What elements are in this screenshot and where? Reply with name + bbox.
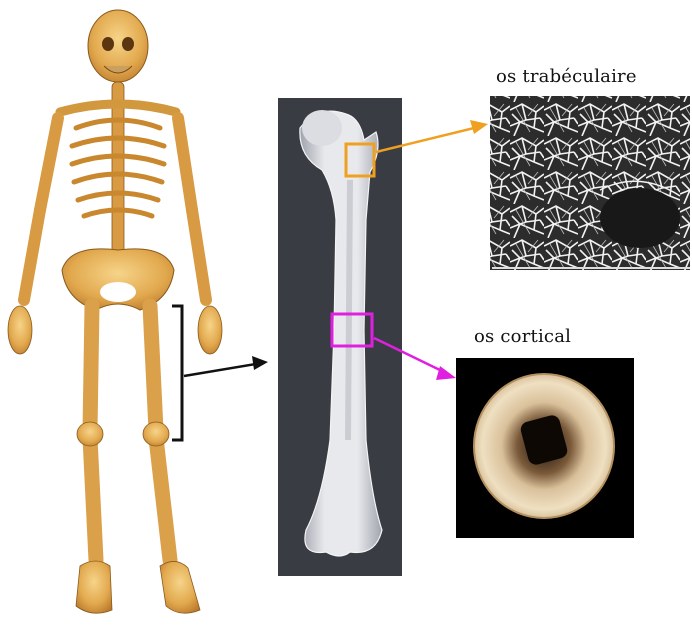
trabecular-bone-image xyxy=(490,96,690,270)
femur-xray-panel xyxy=(278,98,402,576)
cortical-bone-label: os cortical xyxy=(474,326,571,347)
cortical-bone-image xyxy=(456,358,634,538)
skeleton-figure xyxy=(8,10,222,613)
femur-pointer-arrow xyxy=(184,356,268,376)
trabecular-bone-label: os trabéculaire xyxy=(496,66,637,87)
